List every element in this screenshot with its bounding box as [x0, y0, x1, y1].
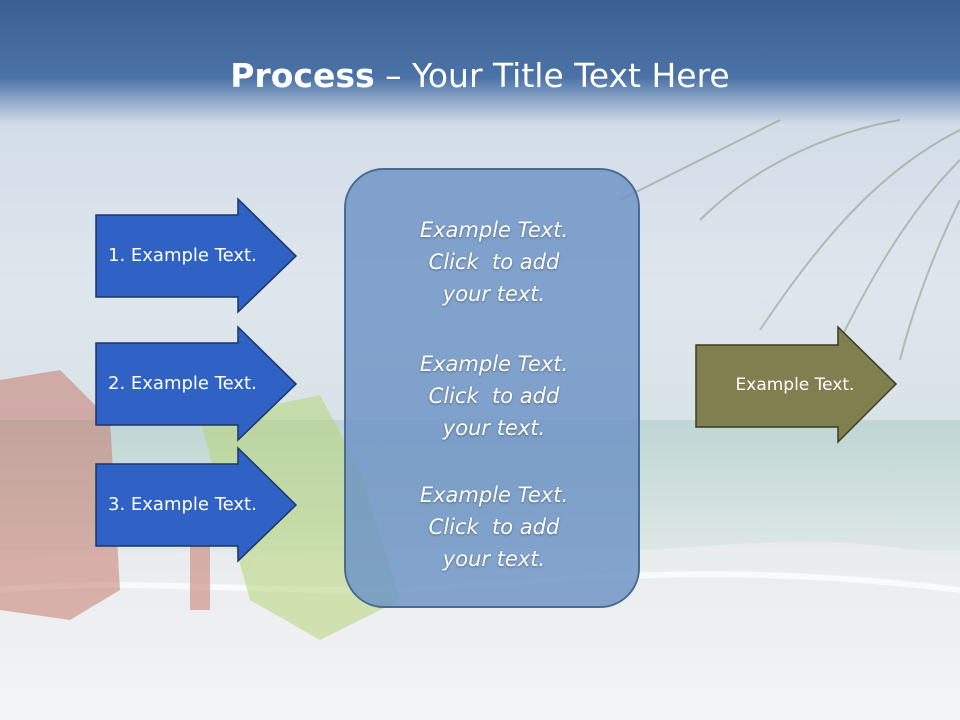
input-arrow-1[interactable]: 1. Example Text.: [95, 197, 300, 314]
title-strong: Process: [230, 56, 375, 95]
center-text-block-3[interactable]: Example Text. Click to add your text.: [346, 479, 642, 575]
center-text-line: Click to add: [428, 384, 560, 408]
center-text-box[interactable]: Example Text. Click to add your text. Ex…: [344, 168, 640, 608]
right-arrow-icon: [95, 446, 298, 563]
center-text-line: Click to add: [428, 515, 560, 539]
center-text-line: your text.: [442, 416, 546, 440]
center-text-block-1[interactable]: Example Text. Click to add your text.: [346, 214, 642, 310]
title-band: [0, 0, 960, 125]
center-text-line: Click to add: [428, 250, 560, 274]
center-text-line: Example Text.: [419, 483, 569, 507]
palm-fronds: [619, 119, 960, 361]
right-arrow-icon: [95, 325, 298, 442]
right-arrow-icon: [695, 325, 898, 444]
title-rest: – Your Title Text Here: [374, 56, 730, 95]
center-text-line: Example Text.: [419, 218, 569, 242]
input-arrow-1-label: 1. Example Text.: [108, 245, 257, 266]
input-arrow-3[interactable]: 3. Example Text.: [95, 446, 300, 563]
output-arrow[interactable]: Example Text.: [695, 325, 900, 444]
center-text-line: your text.: [442, 547, 546, 571]
center-text-block-2[interactable]: Example Text. Click to add your text.: [346, 348, 642, 444]
slide-title[interactable]: Process – Your Title Text Here: [0, 54, 960, 98]
input-arrow-3-label: 3. Example Text.: [108, 494, 257, 515]
right-arrow-icon: [95, 197, 298, 314]
input-arrow-2[interactable]: 2. Example Text.: [95, 325, 300, 442]
center-text-line: your text.: [442, 282, 546, 306]
input-arrow-2-label: 2. Example Text.: [108, 373, 257, 394]
center-text-line: Example Text.: [419, 352, 569, 376]
output-arrow-label: Example Text.: [735, 374, 855, 395]
